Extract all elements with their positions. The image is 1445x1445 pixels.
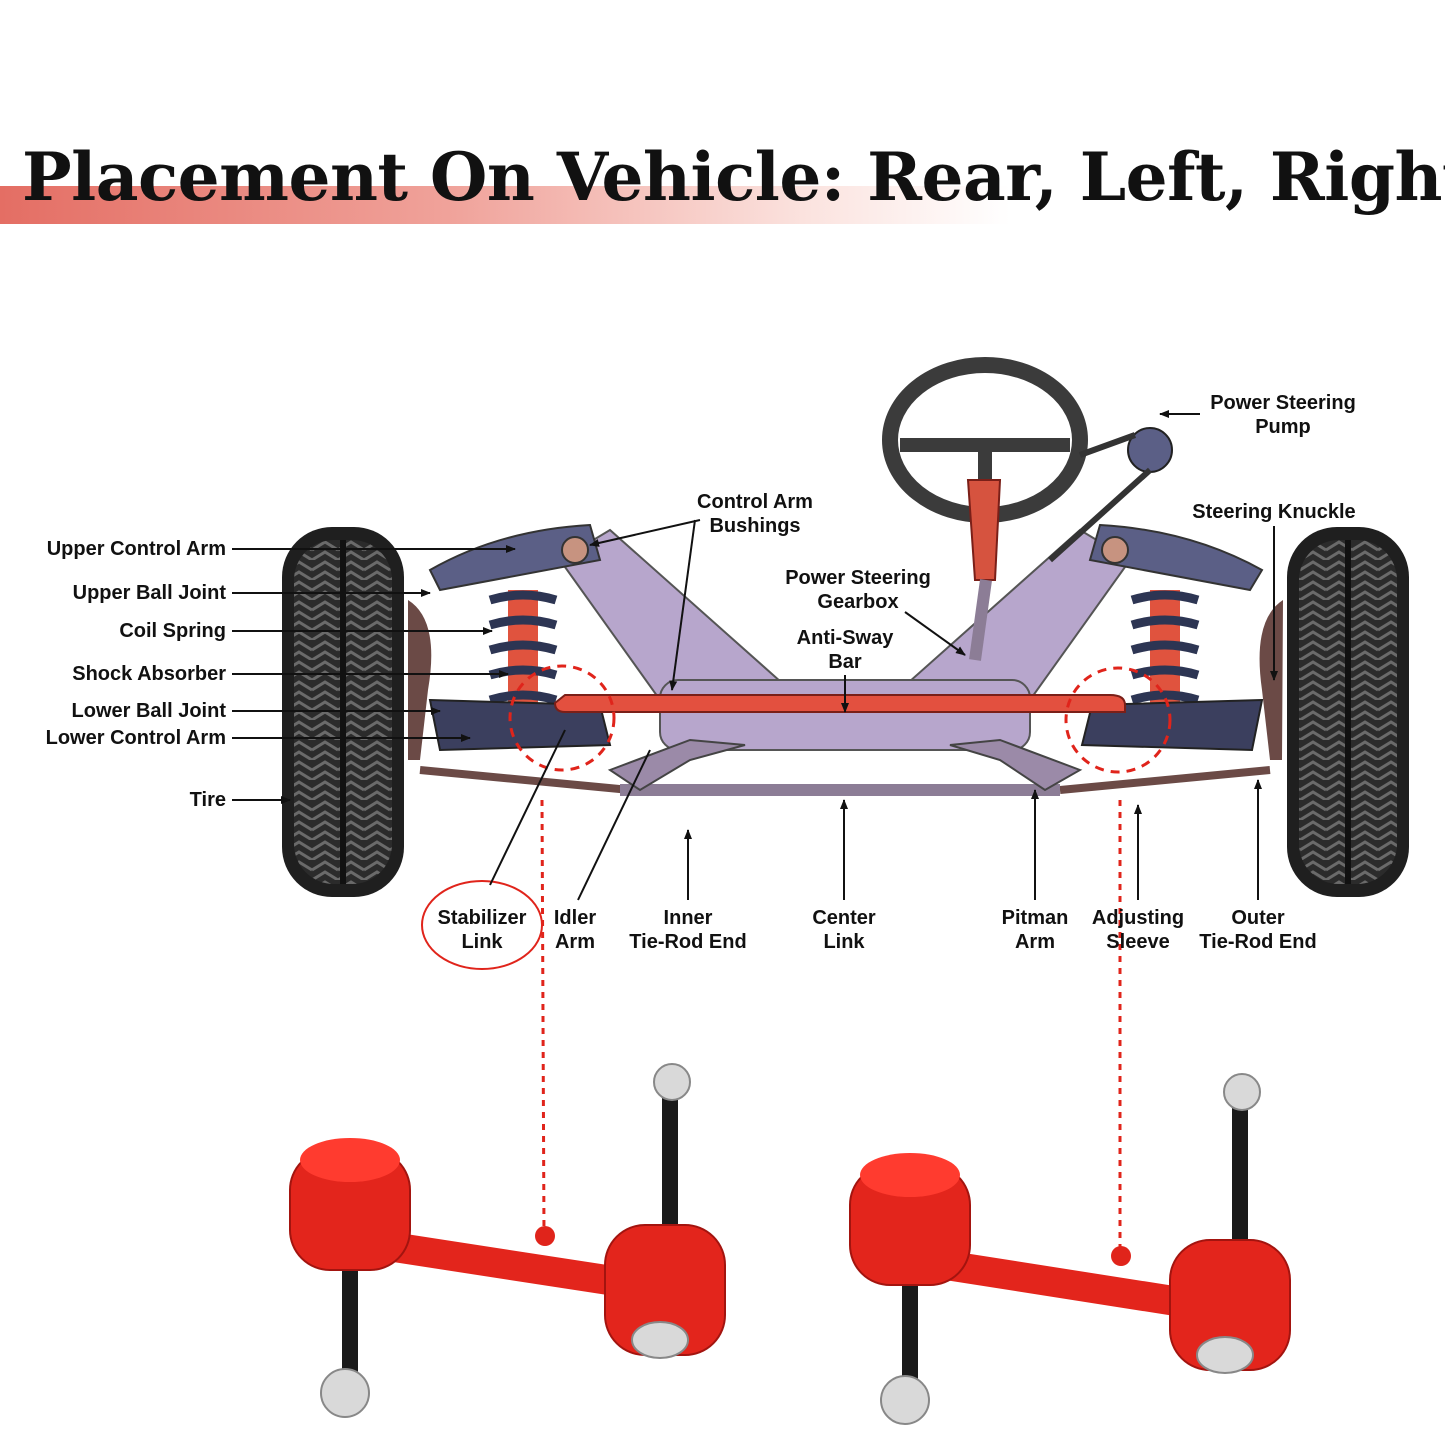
label-outer-tie-rod-end-1: Outer	[1231, 907, 1285, 929]
label-idler-arm-2: Arm	[555, 931, 595, 953]
label-adjusting-sleeve-2: Sleeve	[1106, 931, 1169, 953]
label-power-steering-gearbox-1: Power Steering	[785, 567, 931, 589]
label-outer-tie-rod-end-2: Tie-Rod End	[1199, 931, 1316, 953]
pointer-bushings-upper	[589, 519, 701, 547]
label-stabilizer-link-1: Stabilizer	[438, 907, 527, 929]
label-inner-tie-rod-end-2: Tie-Rod End	[629, 931, 746, 953]
bushing-right	[1101, 536, 1129, 564]
pointer-idler-arm	[577, 749, 651, 901]
tire-right	[1287, 527, 1409, 897]
pointer-gearbox	[904, 611, 966, 656]
label-center-link-1: Center	[812, 907, 876, 929]
label-power-steering-gearbox-2: Gearbox	[817, 591, 898, 613]
stabilizer-link-product-right	[849, 1073, 1291, 1425]
label-inner-tie-rod-end-1: Inner	[664, 907, 713, 929]
pointer-bushings-lower	[669, 519, 696, 691]
label-pitman-arm-1: Pitman	[1002, 907, 1069, 929]
label-stabilizer-link-2: Link	[461, 931, 503, 953]
pump-hose	[1047, 467, 1153, 563]
label-control-arm-bushings-1: Control Arm	[697, 491, 813, 513]
stabilizer-highlight-left	[508, 664, 616, 772]
label-power-steering-pump-2: Pump	[1255, 416, 1311, 438]
coil-spring-left	[488, 590, 558, 720]
bushing-left	[561, 536, 589, 564]
label-pitman-arm-2: Arm	[1015, 931, 1055, 953]
label-upper-ball-joint: Upper Ball Joint	[73, 582, 227, 604]
label-upper-control-arm: Upper Control Arm	[47, 538, 226, 560]
tie-rod-right	[1059, 766, 1271, 794]
tie-rod-left	[419, 766, 631, 794]
label-tire: Tire	[190, 789, 226, 811]
pump-belt	[1078, 432, 1137, 458]
connector-dot-left	[535, 1226, 555, 1246]
title-highlight-band	[0, 186, 1010, 224]
connector-dot-right	[1111, 1246, 1131, 1266]
label-coil-spring: Coil Spring	[119, 620, 226, 642]
idler-arm-part	[607, 738, 746, 792]
label-steering-knuckle: Steering Knuckle	[1192, 501, 1355, 523]
steering-column	[966, 479, 1002, 581]
label-anti-sway-bar-2: Bar	[828, 651, 862, 673]
pointer-stabilizer-link	[489, 729, 566, 886]
stabilizer-link-highlight	[421, 880, 543, 970]
label-idler-arm-1: Idler	[554, 907, 596, 929]
connector-line-left	[540, 799, 546, 1236]
steering-knuckle-right	[1259, 600, 1283, 760]
steering-shaft	[969, 579, 992, 661]
label-power-steering-pump-1: Power Steering	[1210, 392, 1356, 414]
label-control-arm-bushings-2: Bushings	[709, 515, 800, 537]
label-center-link-2: Link	[823, 931, 865, 953]
anti-sway-bar	[553, 694, 1126, 713]
page-title: Placement On Vehicle: Rear, Left, Right	[22, 138, 1445, 216]
label-shock-absorber: Shock Absorber	[72, 663, 226, 685]
pitman-arm-part	[949, 738, 1083, 792]
label-anti-sway-bar-1: Anti-Sway	[797, 627, 895, 649]
steering-knuckle-left	[408, 600, 432, 760]
stabilizer-link-product-left	[289, 1063, 726, 1418]
label-lower-ball-joint: Lower Ball Joint	[72, 700, 227, 722]
lower-control-arm-right	[1080, 698, 1264, 752]
label-lower-control-arm: Lower Control Arm	[46, 727, 226, 749]
coil-spring-right	[1130, 590, 1200, 720]
label-adjusting-sleeve-1: Adjusting	[1092, 907, 1184, 929]
stabilizer-highlight-right	[1064, 666, 1172, 774]
upper-control-arm-right	[1088, 523, 1264, 592]
